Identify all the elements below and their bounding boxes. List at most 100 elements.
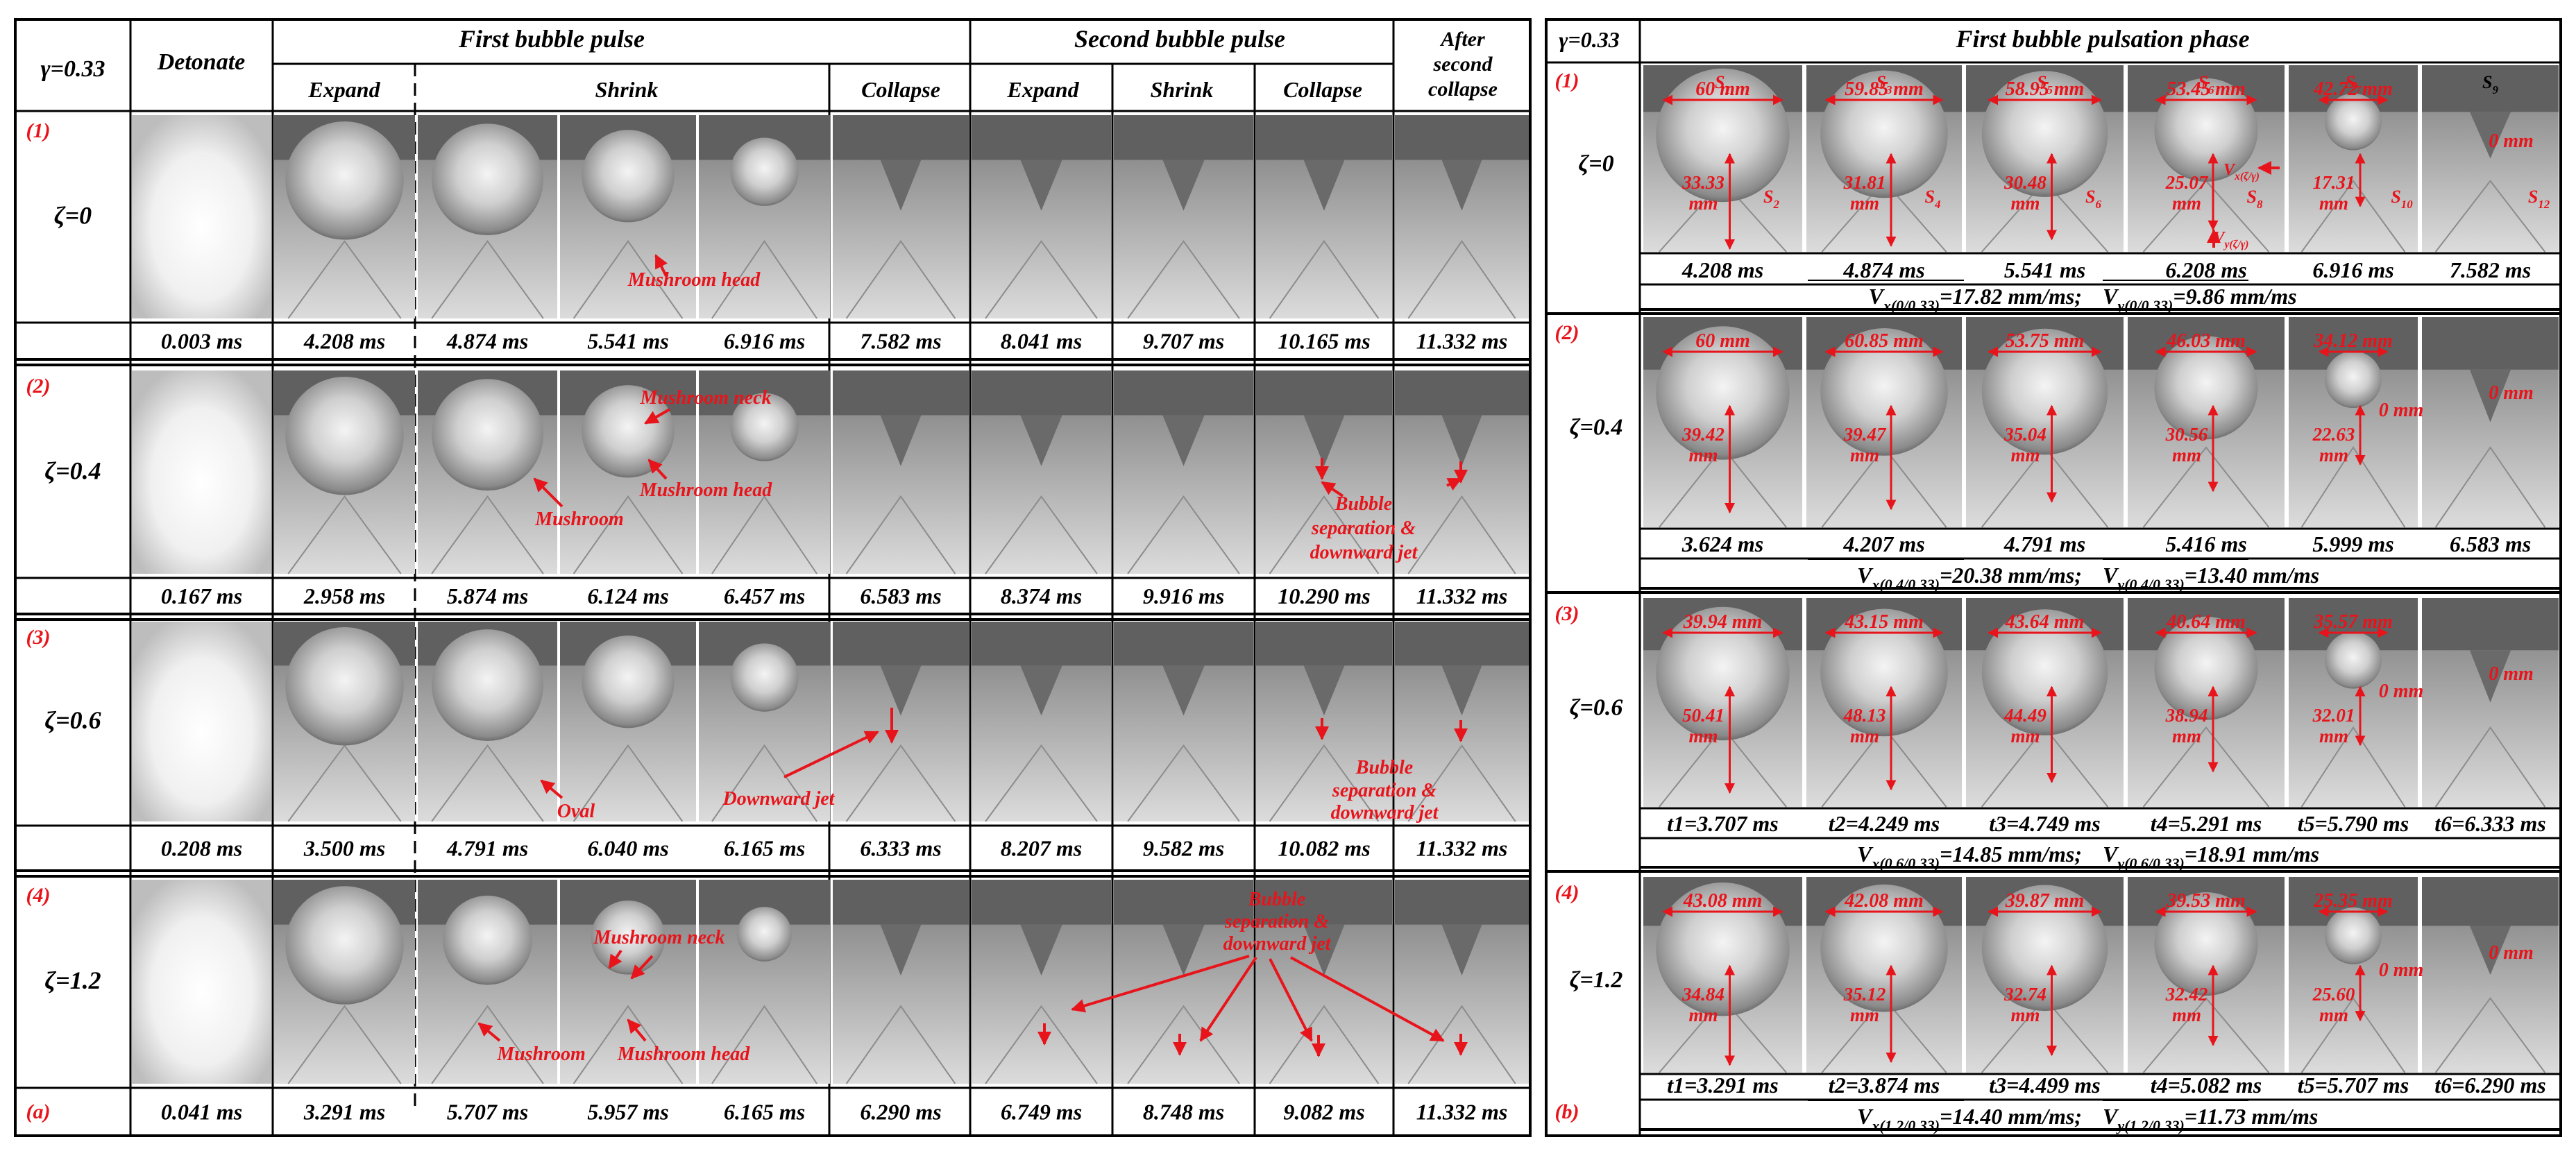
time-label: 0.208 ms bbox=[161, 836, 242, 861]
jet bbox=[880, 665, 922, 716]
width-label: 59.85 mm bbox=[1845, 78, 1924, 100]
width-label-zero: 0 mm bbox=[2489, 130, 2534, 152]
time-label: 7.582 ms bbox=[860, 329, 941, 354]
time-label: 8.041 ms bbox=[1001, 329, 1082, 354]
width-label: 58.95 mm bbox=[2006, 78, 2085, 100]
bubble bbox=[2154, 892, 2258, 996]
width-label: 43.08 mm bbox=[1683, 890, 1763, 912]
time-label: 9.916 ms bbox=[1143, 583, 1224, 608]
height-unit: mm bbox=[2010, 1005, 2040, 1025]
width-label: 60 mm bbox=[1695, 330, 1750, 352]
jet bbox=[1441, 415, 1482, 466]
row-number: (2) bbox=[26, 375, 51, 398]
width-label: 43.15 mm bbox=[1844, 611, 1924, 633]
row-number: (4) bbox=[26, 884, 51, 907]
vx-summary: Vx(0/0.33)=17.82 mm/ms; bbox=[1868, 284, 2082, 314]
row-zeta: ζ=0 bbox=[1578, 151, 1613, 177]
time-label: t1=3.707 ms bbox=[1667, 811, 1778, 836]
strut bbox=[985, 239, 1098, 319]
bubble bbox=[582, 130, 675, 223]
height-label: 32.74 bbox=[2003, 984, 2047, 1005]
annotation-downward-jet: downward jet bbox=[1223, 933, 1332, 955]
bubble bbox=[1981, 609, 2108, 735]
time-label: 10.290 ms bbox=[1278, 583, 1370, 608]
height-unit: mm bbox=[2319, 193, 2348, 214]
strut bbox=[985, 744, 1098, 822]
jet bbox=[1162, 924, 1205, 976]
plate bbox=[972, 880, 1111, 925]
s-top-label: S9 bbox=[2482, 72, 2498, 96]
time-label: 3.291 ms bbox=[303, 1100, 385, 1125]
photo-frame bbox=[699, 370, 830, 574]
s-side-label: S8 bbox=[2247, 187, 2263, 211]
time-label: 9.707 ms bbox=[1143, 329, 1224, 354]
velocity-summary: Vx(0.6/0.33)=14.85 mm/ms;Vy(0.6/0.33)=18… bbox=[1808, 837, 2319, 872]
s-side-label: S2 bbox=[1763, 187, 1779, 211]
plate bbox=[1256, 622, 1392, 666]
s-top-label: S5 bbox=[2037, 72, 2053, 96]
annotation-arrow bbox=[627, 1018, 647, 1042]
photo-frame bbox=[1114, 880, 1253, 1084]
jet bbox=[2469, 369, 2511, 423]
bubble bbox=[285, 377, 404, 495]
width-label: 25.35 mm bbox=[2313, 890, 2393, 912]
zero-label: 0 mm bbox=[2379, 681, 2424, 702]
height-label: 22.63 bbox=[2312, 424, 2355, 445]
photo-frame bbox=[2289, 317, 2418, 528]
height-label: 33.33 bbox=[1681, 172, 1725, 193]
bubble bbox=[285, 626, 404, 746]
jet bbox=[1303, 415, 1345, 466]
annotation-arrow bbox=[533, 477, 564, 508]
photo-frame bbox=[2422, 877, 2559, 1073]
strut bbox=[573, 744, 684, 822]
flash bbox=[132, 370, 271, 574]
height-label: 39.42 bbox=[1681, 424, 1725, 445]
plate bbox=[833, 115, 969, 160]
bubble bbox=[730, 137, 799, 206]
bubble bbox=[443, 895, 532, 985]
width-label-zero: 0 mm bbox=[2489, 663, 2534, 685]
time-label: 6.749 ms bbox=[1001, 1100, 1082, 1125]
height-unit: mm bbox=[1688, 193, 1718, 214]
jet bbox=[1303, 160, 1345, 211]
row-zeta: ζ=0.4 bbox=[1570, 415, 1623, 441]
annotation-oval: Oval bbox=[557, 801, 595, 822]
height-unit: mm bbox=[2319, 445, 2348, 466]
velocity-summary: Vx(1.2/0.33)=14.40 mm/ms;Vy(1.2/0.33)=11… bbox=[1808, 1100, 2318, 1134]
header-after: collapse bbox=[1428, 78, 1498, 101]
s-side-label: S10 bbox=[2391, 187, 2413, 211]
time-label: t3=4.749 ms bbox=[1989, 811, 2100, 836]
bubble bbox=[432, 123, 543, 235]
strut bbox=[845, 744, 956, 822]
strut bbox=[2142, 446, 2270, 528]
time-label: 4.207 ms bbox=[1842, 531, 1924, 556]
strut bbox=[1407, 495, 1516, 574]
s-side-label: S12 bbox=[2528, 187, 2550, 211]
height-unit: mm bbox=[2010, 445, 2040, 466]
height-label: 35.12 bbox=[1843, 984, 1886, 1005]
photo-frame bbox=[274, 370, 415, 574]
vx-label: Vx(ζ/γ) bbox=[2223, 161, 2260, 182]
header-second-pulse: Second bubble pulse bbox=[1074, 25, 1285, 53]
header-after: second bbox=[1433, 53, 1493, 76]
gamma-label: γ=0.33 bbox=[40, 56, 105, 82]
vx-summary: Vx(0.6/0.33)=14.85 mm/ms; bbox=[1857, 842, 2082, 872]
annotation-arrow bbox=[1071, 955, 1250, 1013]
width-label: 42.72 mm bbox=[2313, 78, 2393, 100]
annotation-arrow bbox=[1199, 956, 1257, 1042]
strut bbox=[2434, 180, 2546, 253]
jet bbox=[1441, 665, 1482, 716]
annotation-arrow bbox=[644, 408, 670, 425]
zero-label: 0 mm bbox=[2379, 400, 2424, 421]
photo-frame bbox=[699, 622, 830, 822]
bubble bbox=[2325, 907, 2382, 964]
plate bbox=[2422, 317, 2559, 370]
time-label: 10.082 ms bbox=[1278, 836, 1370, 861]
header-sub-4: Shrink bbox=[1151, 77, 1214, 102]
photo-frame bbox=[972, 370, 1111, 574]
annotation-bubble: Bubble bbox=[1355, 757, 1413, 778]
height-label: 48.13 bbox=[1843, 705, 1886, 726]
strut bbox=[985, 495, 1098, 574]
time-label: 6.208 ms bbox=[2165, 257, 2246, 282]
bubble bbox=[730, 643, 799, 712]
